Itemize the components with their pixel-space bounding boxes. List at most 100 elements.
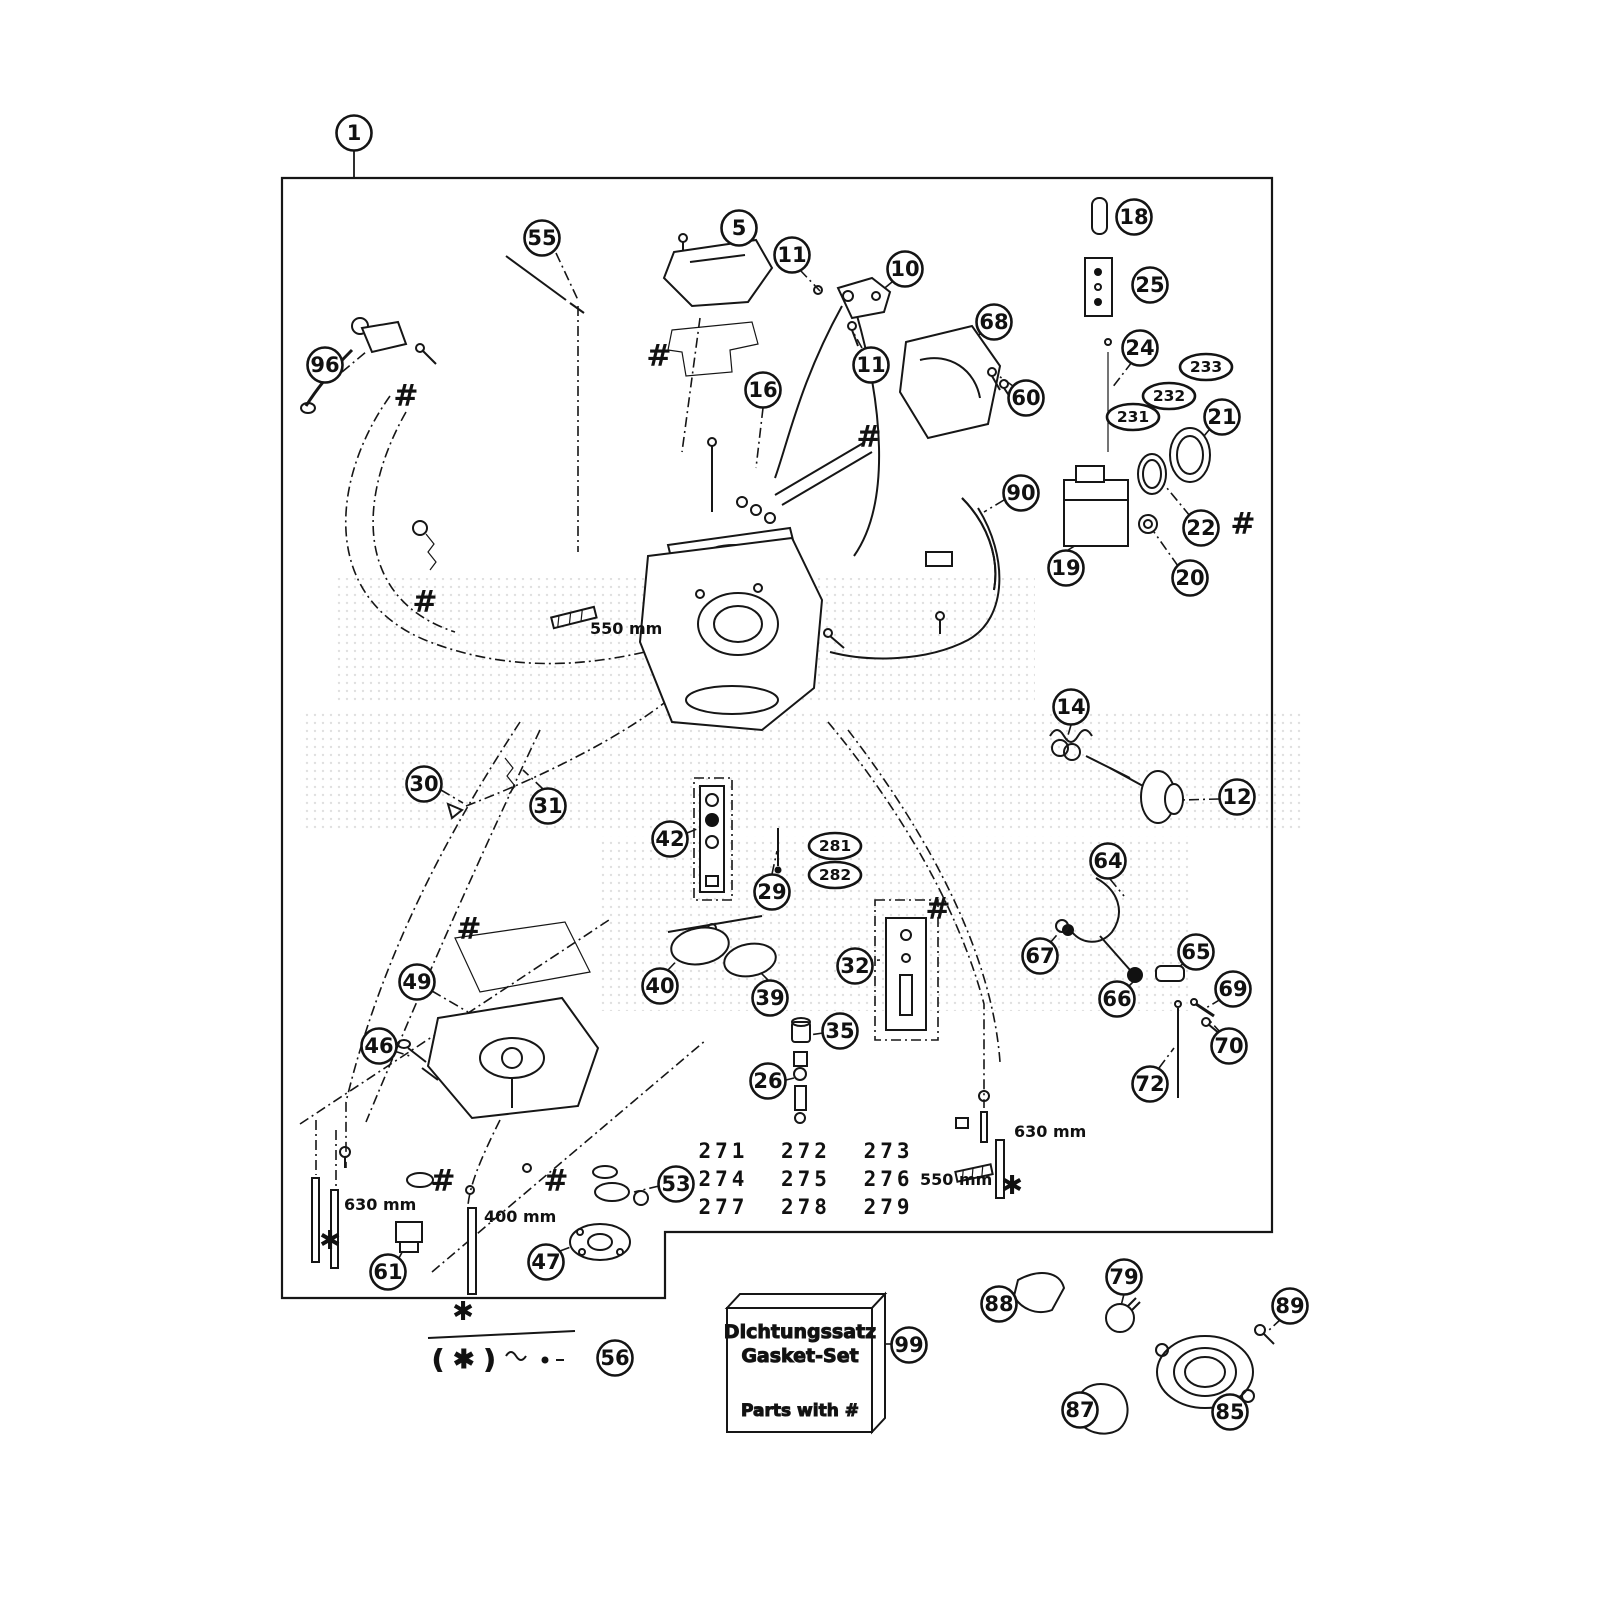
callout-number: 31 [533,794,562,818]
legend: ( ✱ ) [427,1330,576,1376]
callout-number: 10 [890,257,919,281]
oval-callout-281: 281 [807,831,863,861]
gasket-hash-mark: # [543,1164,568,1199]
callout-55: 55 [523,219,561,257]
callout-number: 40 [645,974,674,998]
callout-12: 12 [1218,778,1256,816]
callout-number: 88 [984,1292,1013,1316]
callout-number: 72 [1135,1072,1164,1096]
measurement-label: 550 mm [590,619,662,638]
callout-number: 99 [894,1333,923,1357]
oval-callout-233: 233 [1178,352,1234,382]
gasket-hash-mark: # [925,892,950,927]
callout-number: 30 [409,772,438,796]
callout-number: 69 [1218,977,1247,1001]
callout-1: 1 [335,114,373,152]
callout-56: 56 [596,1339,634,1377]
callout-69: 69 [1214,970,1252,1008]
legend-star-label: ( ✱ ) [432,1345,496,1375]
measurement-label: 400 mm [484,1207,556,1226]
callout-65: 65 [1177,933,1215,971]
callout-49: 49 [398,963,436,1001]
callout-88: 88 [980,1285,1018,1323]
callout-42: 42 [651,820,689,858]
gasket-hash-mark: # [412,585,437,620]
callout-number: 56 [600,1346,629,1370]
callout-79: 79 [1105,1258,1143,1296]
callout-number: 60 [1011,386,1040,410]
manifold-parts-sketch [1012,1272,1275,1435]
callout-89: 89 [1271,1287,1309,1325]
oval-callout-number: 232 [1153,387,1185,405]
callout-number: 1 [347,121,362,145]
callout-25: 25 [1131,266,1169,304]
jet-row-1: 271 272 273 [698,1139,913,1163]
callout-31: 31 [529,787,567,825]
callout-number: 68 [979,310,1008,334]
callout-21: 21 [1203,398,1241,436]
gasket-hash-mark: # [646,339,671,374]
callout-53: 53 [657,1165,695,1203]
oval-callout-231: 231 [1105,402,1161,432]
callout-number: 66 [1102,987,1131,1011]
callout-number: 21 [1207,405,1236,429]
callout-number: 90 [1006,481,1035,505]
callout-number: 67 [1025,944,1054,968]
callout-number: 20 [1175,566,1204,590]
callout-number: 64 [1093,849,1122,873]
oval-callout-232: 232 [1141,381,1197,411]
carburetor-body-sketch [412,437,945,1124]
callout-99: 99 [890,1326,928,1364]
callout-29: 29 [753,873,791,911]
callout-5: 5 [720,209,758,247]
callout-number: 61 [373,1260,402,1284]
callout-number: 24 [1125,336,1154,360]
callout-67: 67 [1021,937,1059,975]
callout-number: 96 [310,353,339,377]
gasket-box-note: Parts with # [741,1401,859,1421]
callout-number: 18 [1119,205,1148,229]
oval-callout-number: 281 [819,837,851,855]
callout-24: 24 [1121,329,1159,367]
callout-number: 85 [1215,1400,1244,1424]
callout-18: 18 [1115,198,1153,236]
callout-number: 65 [1181,940,1210,964]
gasket-box-title-en: Gasket-Set [741,1345,858,1367]
callout-40: 40 [641,967,679,1005]
callout-30: 30 [405,765,443,803]
callout-number: 79 [1109,1265,1138,1289]
star-mark: ✱ [452,1297,474,1327]
callout-number: 39 [755,986,784,1010]
oval-callout-number: 282 [819,866,851,884]
callout-number: 53 [661,1172,690,1196]
callout-11: 11 [773,236,811,274]
callout-11: 11 [852,346,890,384]
callout-number: 47 [531,1250,560,1274]
callout-47: 47 [527,1243,565,1281]
callout-66: 66 [1098,980,1136,1018]
callout-96: 96 [306,346,344,384]
measurement-label: 630 mm [344,1195,416,1214]
callout-60: 60 [1007,379,1045,417]
star-mark: ✱ [319,1226,341,1256]
callout-39: 39 [751,979,789,1017]
oval-callout-282: 282 [807,860,863,890]
callout-number: 11 [777,243,806,267]
callout-number: 35 [825,1019,854,1043]
callout-number: 11 [856,353,885,377]
callout-number: 14 [1056,695,1085,719]
jet-row-3: 277 278 279 [698,1195,913,1219]
callout-number: 29 [757,880,786,904]
callout-number: 19 [1051,556,1080,580]
callout-85: 85 [1211,1393,1249,1431]
callout-90: 90 [1002,474,1040,512]
callout-number: 25 [1135,273,1164,297]
callout-number: 70 [1214,1034,1243,1058]
callout-87: 87 [1061,1391,1099,1429]
callout-number: 55 [527,226,556,250]
callout-number: 49 [402,970,431,994]
jet-size-table: 271 272 273 274 275 276 277 278 279 [698,1139,913,1219]
measurement-label: 550 mm [920,1170,992,1189]
callout-number: 26 [753,1069,782,1093]
